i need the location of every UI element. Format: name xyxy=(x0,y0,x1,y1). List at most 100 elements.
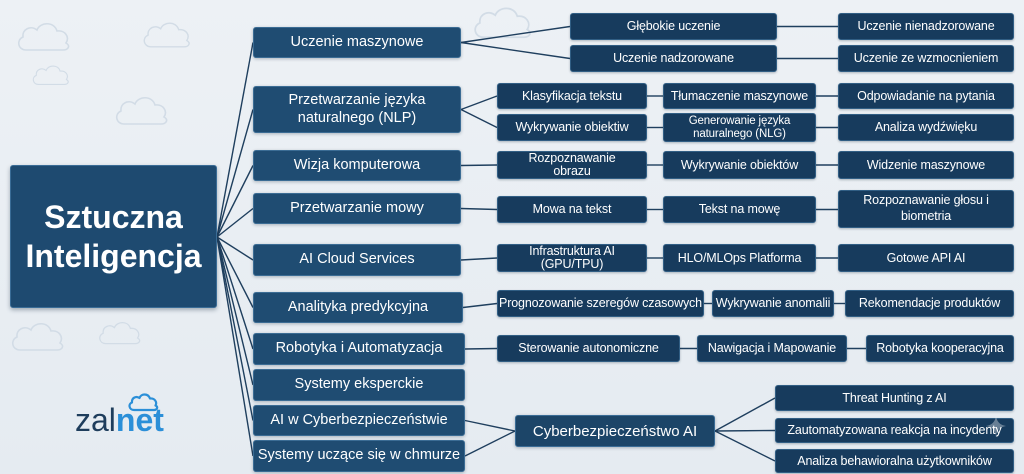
subtopic-node: Gotowe API AI xyxy=(838,244,1014,272)
subtopic-label: Uczenie nadzorowane xyxy=(613,51,734,66)
connector-line xyxy=(460,25,571,44)
connector-line xyxy=(216,236,254,386)
subtopic-node: Wykrywanie obiektiw xyxy=(497,114,647,141)
subtopic-node: Generowanie języka naturalnego (NLG) xyxy=(663,113,816,142)
branch-label: Przetwarzanie mowy xyxy=(290,199,424,216)
shared-node: Cyberbezpieczeństwo AI xyxy=(515,415,715,447)
subtopic-node: Analiza behawioralna użytkowników xyxy=(775,449,1014,473)
subtopic-node: Tłumaczenie maszynowe xyxy=(663,83,816,109)
connector-line xyxy=(464,430,516,457)
branch-label: AI Cloud Services xyxy=(299,251,415,268)
connector-line xyxy=(460,41,571,60)
connector-line xyxy=(216,109,254,238)
subtopic-node: Infrastruktura AI (GPU/TPU) xyxy=(497,244,647,272)
connector-line xyxy=(216,236,254,457)
subtopic-label: Głębokie uczenie xyxy=(626,19,721,34)
connector-line xyxy=(216,236,254,261)
connector-line xyxy=(460,164,498,167)
subtopic-label: Tłumaczenie maszynowe xyxy=(670,88,809,103)
subtopic-label: Rekomendacje produktów xyxy=(858,296,1001,311)
subtopic-label: Zautomatyzowana reakcja na incydenty xyxy=(787,423,1002,438)
connector-line xyxy=(714,430,776,462)
subtopic-label: Rozpoznawanie obrazu xyxy=(528,150,616,178)
subtopic-label: Prognozowanie szeregów czasowych xyxy=(499,296,702,311)
connector-line xyxy=(464,347,498,350)
subtopic-node: Sterowanie autonomiczne xyxy=(497,335,680,362)
connector-line xyxy=(462,302,498,309)
connector-line xyxy=(216,165,254,238)
subtopic-label: Klasyfikacja tekstu xyxy=(522,88,622,103)
branch-node: Systemy eksperckie xyxy=(253,369,465,401)
subtopic-label: Odpowiadanie na pytania xyxy=(857,88,995,103)
subtopic-label: Wykrywanie obiektów xyxy=(680,157,799,172)
brand-logo: zalnet xyxy=(75,404,164,436)
branch-label: Systemy eksperckie xyxy=(294,376,424,393)
branch-node: AI Cloud Services xyxy=(253,244,461,276)
subtopic-node: Wykrywanie obiektów xyxy=(663,151,816,179)
connector-line xyxy=(216,236,254,421)
subtopic-node: Odpowiadanie na pytania xyxy=(838,83,1014,109)
subtopic-label: HLO/MLOps Platforma xyxy=(677,250,802,265)
subtopic-label: Infrastruktura AI (GPU/TPU) xyxy=(529,243,615,271)
branch-node: Przetwarzanie języka naturalnego (NLP) xyxy=(253,86,461,133)
branch-label: Przetwarzanie języka naturalnego (NLP) xyxy=(288,92,426,126)
connector-line xyxy=(216,42,254,238)
connector-line xyxy=(216,236,254,308)
branch-label: Wizja komputerowa xyxy=(293,156,421,173)
subtopic-label: Threat Hunting z AI xyxy=(842,390,947,405)
subtopic-node: Robotyka kooperacyjna xyxy=(866,335,1014,362)
subtopic-label: Generowanie języka naturalnego (NLG) xyxy=(688,115,791,140)
subtopic-label: Rozpoznawanie głosu i biometria xyxy=(863,193,989,223)
branch-node: Przetwarzanie mowy xyxy=(253,193,461,224)
subtopic-node: Rozpoznawanie obrazu xyxy=(497,151,647,179)
branch-node: Systemy uczące się w chmurze xyxy=(253,440,465,472)
subtopic-label: Robotyka kooperacyjna xyxy=(876,341,1004,356)
subtopic-node: Nawigacja i Mapowanie xyxy=(697,335,847,362)
branch-node: Analityka predykcyjna xyxy=(253,292,463,323)
connector-line xyxy=(216,236,254,350)
subtopic-node: Głębokie uczenie xyxy=(570,13,777,40)
logo-text-part2: net xyxy=(115,402,164,438)
branch-node: Uczenie maszynowe xyxy=(253,27,461,58)
branch-label: Analityka predykcyjna xyxy=(287,298,429,315)
root-label: Sztuczna Inteligencja xyxy=(25,199,202,274)
branch-node: Wizja komputerowa xyxy=(253,150,461,181)
branch-label: Systemy uczące się w chmurze xyxy=(257,447,461,464)
subtopic-node: Widzenie maszynowe xyxy=(838,151,1014,179)
branch-node: Robotyka i Automatyzacja xyxy=(253,333,465,365)
logo-text-part1: zal xyxy=(75,402,116,438)
subtopic-label: Uczenie ze wzmocnieniem xyxy=(853,51,999,66)
subtopic-node: Prognozowanie szeregów czasowych xyxy=(497,290,704,317)
subtopic-label: Nawigacja i Mapowanie xyxy=(707,341,837,356)
connector-line xyxy=(216,207,254,238)
connector-line xyxy=(460,207,498,211)
subtopic-label: Analiza behawioralna użytkowników xyxy=(797,453,992,468)
branch-label: Uczenie maszynowe xyxy=(290,33,424,50)
connector-line xyxy=(714,397,776,432)
subtopic-node: Uczenie ze wzmocnieniem xyxy=(838,45,1014,72)
subtopic-node: Klasyfikacja tekstu xyxy=(497,83,647,109)
subtopic-label: Analiza wydźwięku xyxy=(874,120,978,135)
subtopic-node: Mowa na tekst xyxy=(497,196,647,223)
subtopic-node: Rekomendacje produktów xyxy=(845,290,1014,317)
subtopic-node: Tekst na mowę xyxy=(663,196,816,223)
subtopic-node: Analiza wydźwięku xyxy=(838,114,1014,141)
branch-label: Robotyka i Automatyzacja xyxy=(275,340,443,357)
connector-line xyxy=(714,429,776,432)
branch-label: AI w Cyberbezpieczeństwie xyxy=(270,411,448,428)
subtopic-label: Widzenie maszynowe xyxy=(866,157,986,172)
subtopic-node: HLO/MLOps Platforma xyxy=(663,244,816,272)
subtopic-label: Uczenie nienadzorowane xyxy=(857,19,995,34)
subtopic-label: Tekst na mowę xyxy=(698,202,781,217)
subtopic-node: Uczenie nienadzorowane xyxy=(838,13,1014,40)
subtopic-node: Zautomatyzowana reakcja na incydenty xyxy=(775,418,1014,443)
subtopic-node: Uczenie nadzorowane xyxy=(570,45,777,72)
connector-line xyxy=(464,419,516,432)
subtopic-label: Gotowe API AI xyxy=(886,250,966,265)
subtopic-label: Wykrywanie obiektiw xyxy=(515,120,629,135)
shared-node-label: Cyberbezpieczeństwo AI xyxy=(532,422,698,440)
cloud-icon xyxy=(128,393,159,412)
subtopic-label: Wykrywanie anomalii xyxy=(715,296,831,311)
